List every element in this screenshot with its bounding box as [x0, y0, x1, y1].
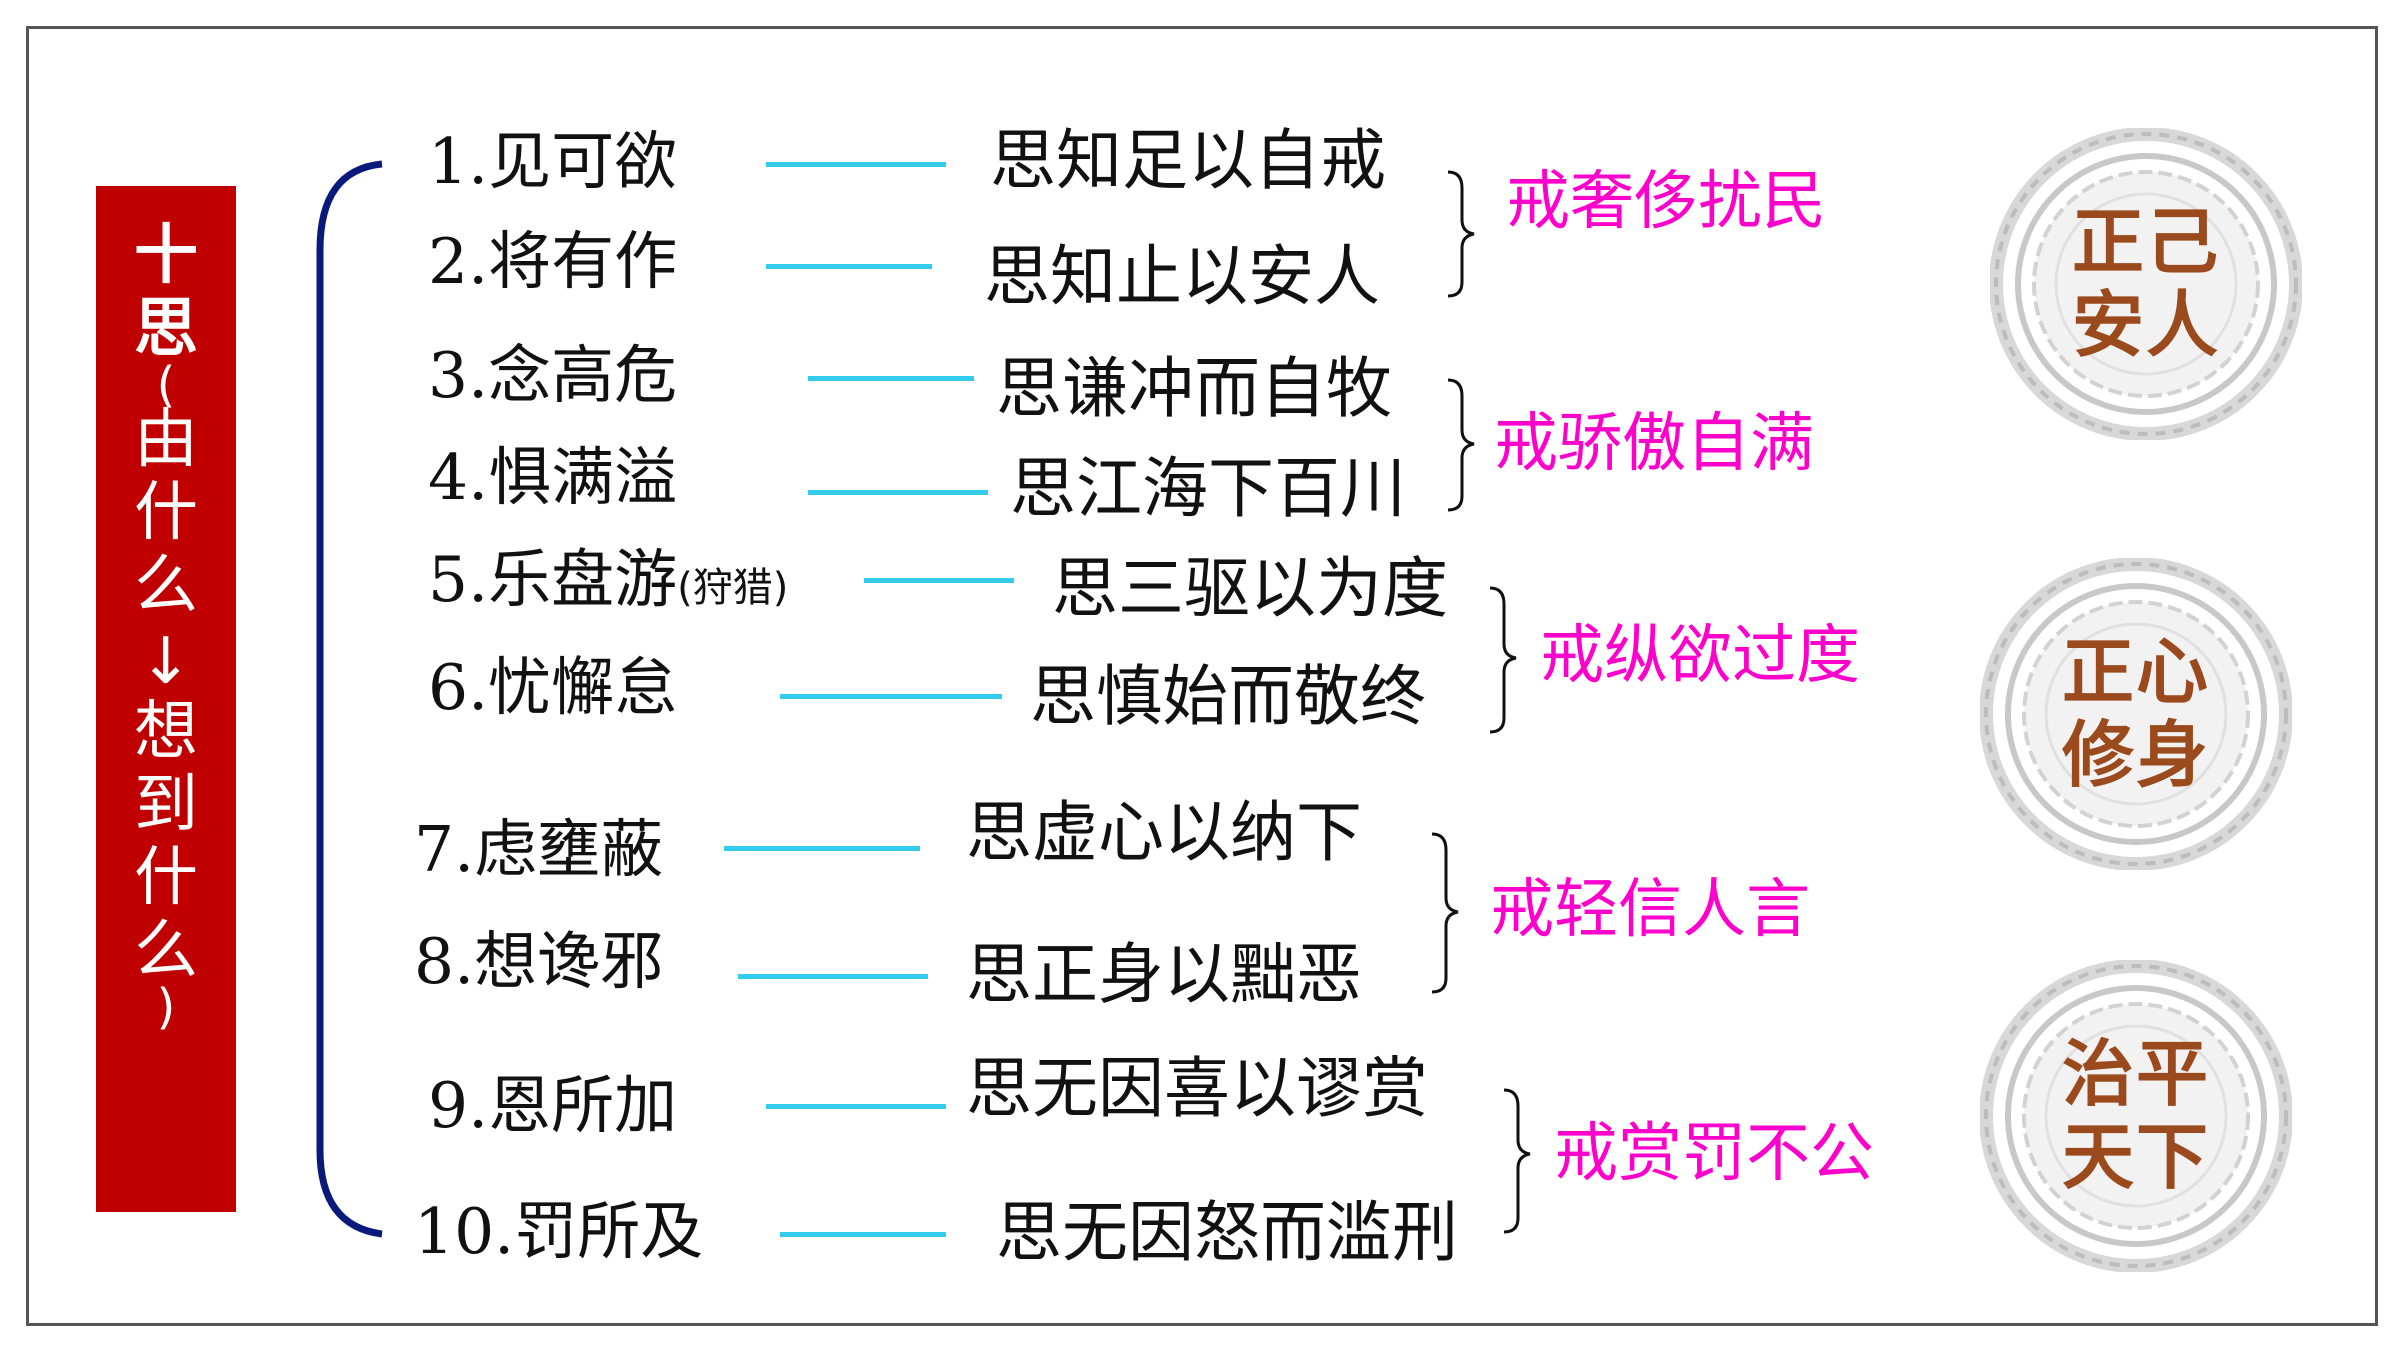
counsel-9: 思无因喜以谬赏	[966, 1050, 1428, 1127]
counsel-6: 思慎始而敬终	[1030, 658, 1426, 735]
warning-2: 戒骄傲自满	[1494, 407, 1814, 481]
item-9: 9.恩所加	[428, 1069, 678, 1142]
counsel-10: 思无因怒而滥刑	[996, 1194, 1458, 1271]
title-char: 由	[134, 403, 198, 478]
title-char: 十	[134, 218, 198, 293]
seal-ring-icon	[1980, 558, 2292, 870]
warning-4: 戒轻信人言	[1490, 873, 1810, 947]
connector-line	[738, 974, 928, 979]
seal-3: 治平 天下	[1980, 960, 2292, 1272]
counsel-1: 思知足以自戒	[990, 122, 1386, 199]
title-char: 什	[134, 476, 198, 551]
counsel-8: 思正身以黜恶	[966, 936, 1362, 1013]
title-char: (	[156, 356, 176, 413]
connector-line	[766, 1104, 946, 1109]
item-8: 8.想谗邪	[414, 925, 664, 998]
connector-line	[766, 264, 932, 269]
counsel-5: 思三驱以为度	[1052, 550, 1448, 627]
title-char: 什	[134, 841, 198, 916]
brace-5	[1503, 1088, 1531, 1234]
slide-frame	[26, 26, 2378, 1326]
connector-line	[766, 162, 946, 167]
connector-line	[808, 490, 988, 495]
item-2: 2.将有作	[428, 225, 678, 298]
brace-2	[1447, 378, 1475, 512]
seal-ring-icon	[1990, 128, 2302, 440]
item-5-note: (狩猎)	[677, 565, 789, 611]
warning-3: 戒纵欲过度	[1540, 619, 1860, 693]
brace-1	[1447, 170, 1475, 298]
connector-line	[780, 694, 1002, 699]
connector-line	[780, 1232, 946, 1237]
item-5: 5.乐盘游(狩猎)	[428, 543, 789, 616]
title-char: 想	[134, 695, 198, 770]
counsel-3: 思谦冲而自牧	[996, 350, 1392, 427]
seal-ring-icon	[1980, 960, 2292, 1272]
counsel-7: 思虚心以纳下	[966, 794, 1362, 871]
title-bar: 十 思 ( 由 什 么 → 想 到 什 么 )	[96, 186, 236, 1212]
item-6: 6.忧懈怠	[428, 651, 678, 724]
connector-line	[808, 376, 974, 381]
seal-3-line1: 治平	[2061, 1032, 2210, 1117]
connector-line	[864, 578, 1014, 583]
title-char: 思	[134, 290, 198, 366]
counsel-2: 思知止以安人	[984, 238, 1380, 315]
item-1: 1.见可欲	[428, 125, 678, 198]
warning-5: 戒赏罚不公	[1554, 1117, 1874, 1191]
item-7: 7.虑壅蔽	[414, 813, 664, 886]
seal-1-line1: 正己	[2071, 200, 2220, 285]
seal-2: 正心 修身	[1980, 558, 2292, 870]
seal-3-line2: 天下	[2061, 1115, 2210, 1199]
seal-2-line2: 修身	[2061, 713, 2210, 797]
title-char: 么	[134, 913, 198, 988]
counsel-4: 思江海下百川	[1010, 450, 1406, 527]
title-char: 到	[134, 768, 198, 843]
seal-1-line2: 安人	[2071, 283, 2220, 367]
seal-1: 正己 安人	[1990, 128, 2302, 440]
item-4: 4.惧满溢	[428, 441, 678, 514]
main-bracket	[316, 160, 383, 1238]
warning-1: 戒奢侈扰民	[1506, 165, 1826, 239]
seal-2-line1: 正心	[2061, 630, 2210, 715]
title-char: )	[156, 978, 176, 1035]
brace-4	[1431, 832, 1459, 994]
item-3: 3.念高危	[428, 339, 678, 412]
connector-line	[724, 846, 920, 851]
item-10: 10.罚所及	[414, 1195, 704, 1268]
title-char: 么	[134, 549, 198, 624]
brace-3	[1489, 586, 1517, 734]
